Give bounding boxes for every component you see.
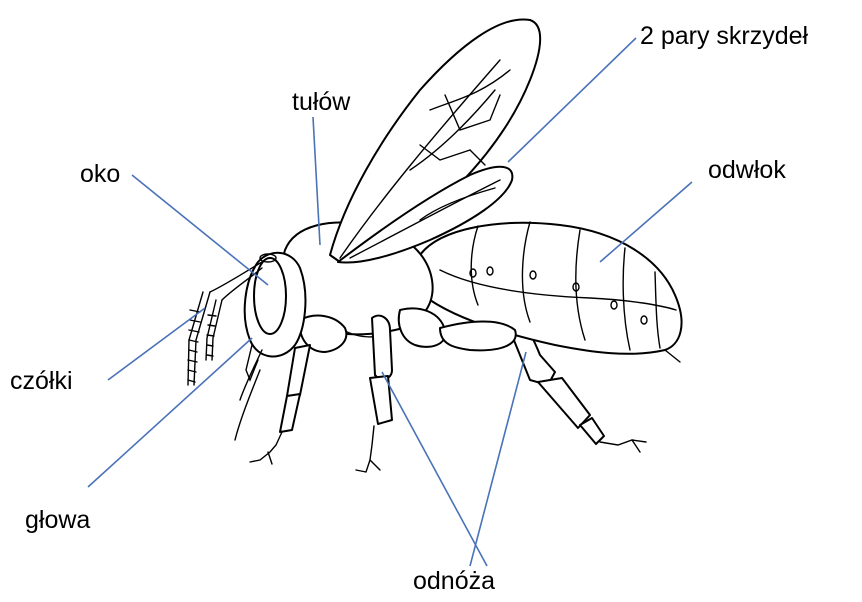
leader-legs-1 — [382, 372, 487, 566]
label-wings: 2 pary skrzydeł — [640, 24, 808, 49]
label-abdomen: odwłok — [708, 158, 786, 183]
label-thorax: tułów — [292, 90, 350, 115]
label-legs: odnóża — [413, 569, 495, 594]
compound-eye — [254, 258, 286, 334]
leader-eye — [132, 175, 268, 285]
label-eye: oko — [80, 162, 120, 187]
middle-leg — [356, 316, 392, 472]
label-head: głowa — [25, 508, 90, 533]
leader-legs-2 — [470, 352, 526, 566]
leader-antennae — [108, 308, 205, 380]
leader-head — [88, 338, 252, 487]
label-antennae: czółki — [10, 369, 73, 394]
leader-abdomen — [600, 182, 692, 262]
